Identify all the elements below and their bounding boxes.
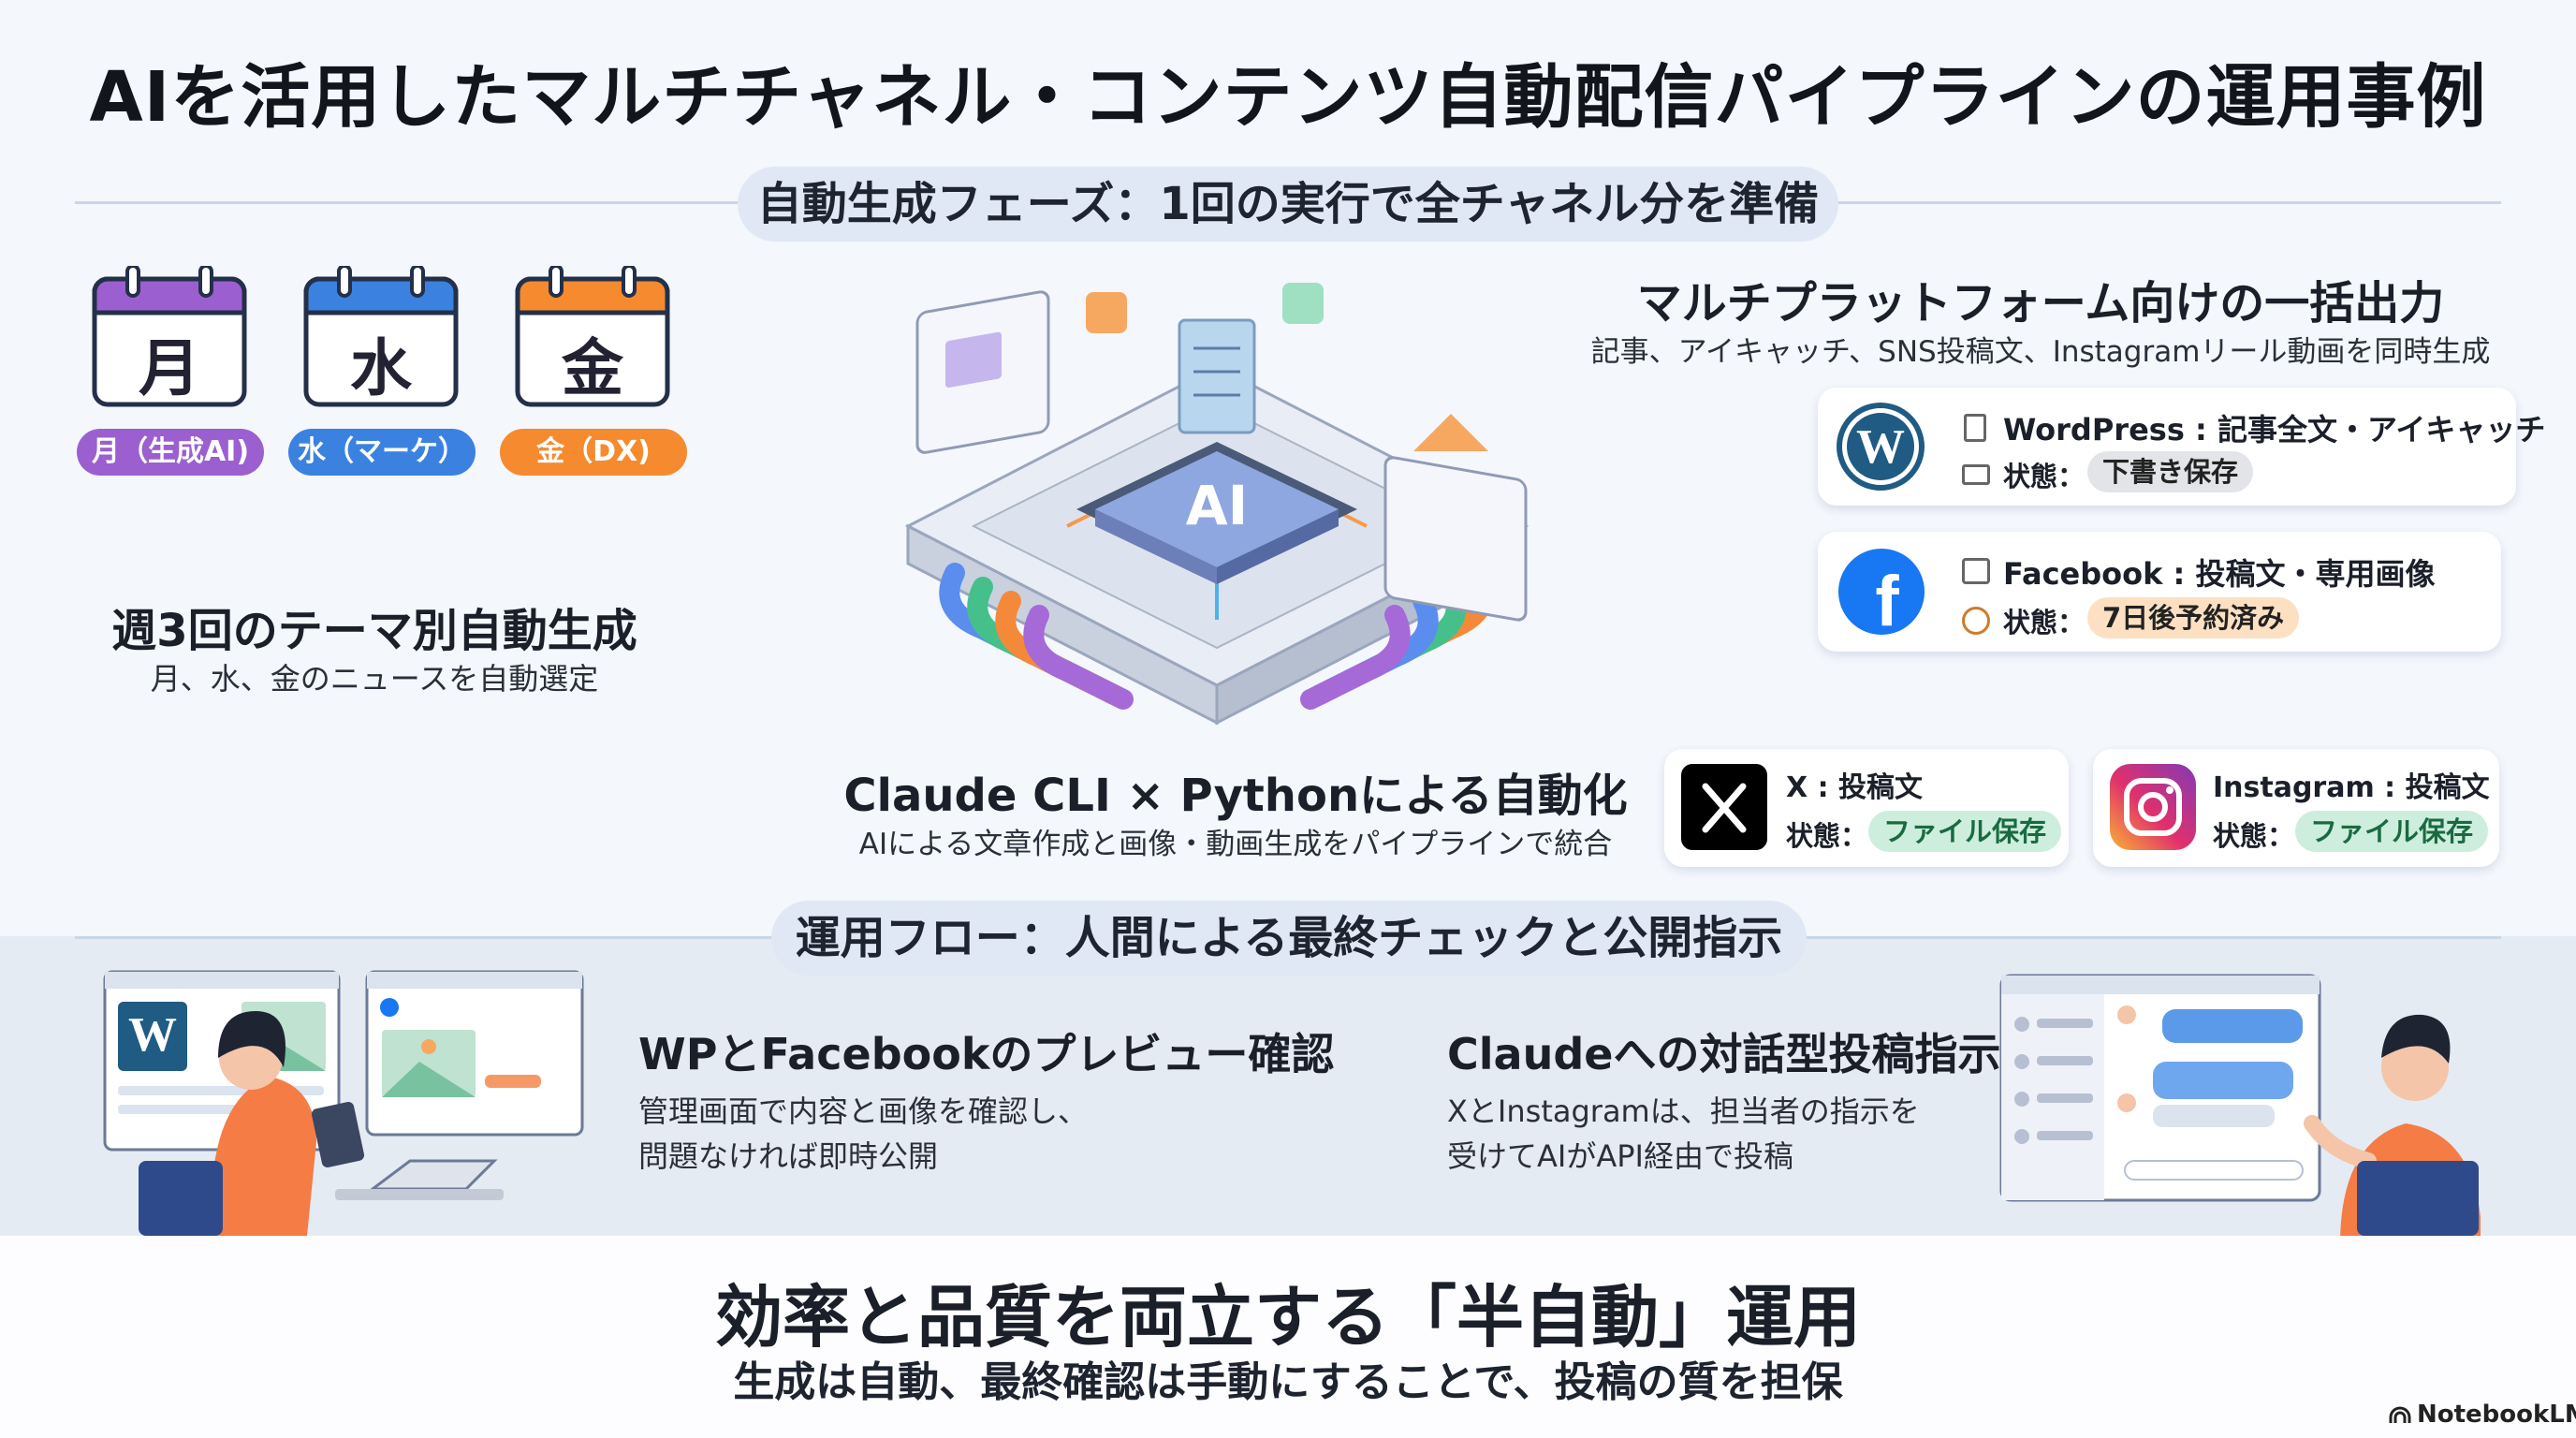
page-title: AIを活用したマルチチャネル・コンテンツ自動配信パイプラインの運用事例 <box>89 57 2487 138</box>
status-label: 状態： <box>2003 461 2086 492</box>
engine-heading: Claude CLI × Pythonによる自動化 <box>843 770 1628 822</box>
status-badge: 7日後予約済み <box>2087 597 2300 638</box>
calendar-day: 月 <box>139 332 200 404</box>
phase1-pill: 自動生成フェーズ：1回の実行で全チャネル分を準備 <box>738 167 1838 242</box>
preview-line2: 問題なければ即時公開 <box>638 1138 939 1174</box>
engine-sub: AIによる文章作成と画像・動画生成をパイプラインで統合 <box>858 828 1613 861</box>
instagram-icon <box>2110 764 2196 850</box>
instruct-heading: Claudeへの対話型投稿指示 <box>1447 1029 2001 1079</box>
notebooklm-logo-icon <box>2389 1406 2411 1425</box>
schedule-sub: 月、水、金のニュースを自動選定 <box>150 661 599 697</box>
status-badge: ファイル保存 <box>1868 811 2062 852</box>
svg-text:f: f <box>1875 562 1899 637</box>
preview-line1: 管理画面で内容と画像を確認し、 <box>638 1093 1089 1129</box>
outputs-heading: マルチプラットフォーム向けの一括出力 <box>1636 277 2445 330</box>
ai-pipeline-illustration: AI <box>880 264 1554 732</box>
output-card-wordpress: W WordPress : 記事全文・アイキャッチ 状態： 下書き保存 <box>1818 388 2545 506</box>
folder-icon <box>1962 464 1990 485</box>
wordpress-icon: W <box>1837 403 1925 491</box>
output-card-instagram: Instagram : 投稿文 状態： ファイル保存 <box>2093 749 2499 867</box>
preview-illustration: W <box>101 964 588 1236</box>
summary-sub: 生成は自動、最終確認は手動にすることで、投稿の質を担保 <box>733 1358 1843 1406</box>
ai-chip-label: AI <box>1185 474 1249 537</box>
svg-text:W: W <box>128 1008 177 1062</box>
calendar-icon: 水 <box>303 264 459 408</box>
preview-heading: WPとFacebookのプレビュー確認 <box>638 1029 1335 1079</box>
x-icon <box>1681 764 1767 850</box>
status-badge: 下書き保存 <box>2087 451 2254 492</box>
calendar-day: 金 <box>562 332 623 404</box>
calendar-icon: 月 <box>92 264 247 408</box>
summary-heading: 効率と品質を両立する「半自動」運用 <box>714 1278 1861 1357</box>
status-label: 状態： <box>2213 820 2295 852</box>
calendar-icon: 金 <box>515 264 670 408</box>
output-card-x: X : 投稿文 状態： ファイル保存 <box>1664 749 2069 867</box>
document-icon <box>1964 414 1986 442</box>
card-title: Facebook : 投稿文・専用画像 <box>2003 556 2436 592</box>
schedule-heading: 週3回のテーマ別自動生成 <box>111 605 637 657</box>
facebook-icon: f <box>1837 547 1926 641</box>
card-title: Instagram : 投稿文 <box>2213 771 2490 804</box>
calendar-day: 水 <box>350 332 412 404</box>
clock-icon <box>1962 607 1990 635</box>
status-badge: ファイル保存 <box>2295 811 2489 852</box>
card-title: X : 投稿文 <box>1786 771 1924 804</box>
calendar-small-icon <box>1962 558 1990 584</box>
day-pill-wednesday: 水（マーケ） <box>288 429 476 476</box>
chat-illustration <box>1994 964 2499 1245</box>
output-card-facebook: f Facebook : 投稿文・専用画像 状態： 7日後予約済み <box>1818 532 2501 652</box>
summary-area <box>0 1236 2576 1438</box>
card-title: WordPress : 記事全文・アイキャッチ <box>2003 412 2546 448</box>
day-pill-friday: 金（DX) <box>500 429 687 476</box>
schedule-calendars: 月 水 金 月（生成AI) 水（マーケ） 金（DX) <box>77 264 689 481</box>
svg-text:W: W <box>1856 420 1905 474</box>
outputs-sub: 記事、アイキャッチ、SNS投稿文、Instagramリール動画を同時生成 <box>1590 335 2491 369</box>
instruct-line1: XとInstagramは、担当者の指示を <box>1447 1093 1920 1129</box>
phase2-pill: 運用フロー：人間による最終チェックと公開指示 <box>771 901 1807 976</box>
footer-brand: NotebookLM <box>2417 1401 2576 1429</box>
status-label: 状態： <box>2003 607 2086 638</box>
instruct-line2: 受けてAIがAPI経由で投稿 <box>1447 1138 1793 1174</box>
day-pill-monday: 月（生成AI) <box>77 429 264 476</box>
status-label: 状態： <box>1786 820 1868 852</box>
